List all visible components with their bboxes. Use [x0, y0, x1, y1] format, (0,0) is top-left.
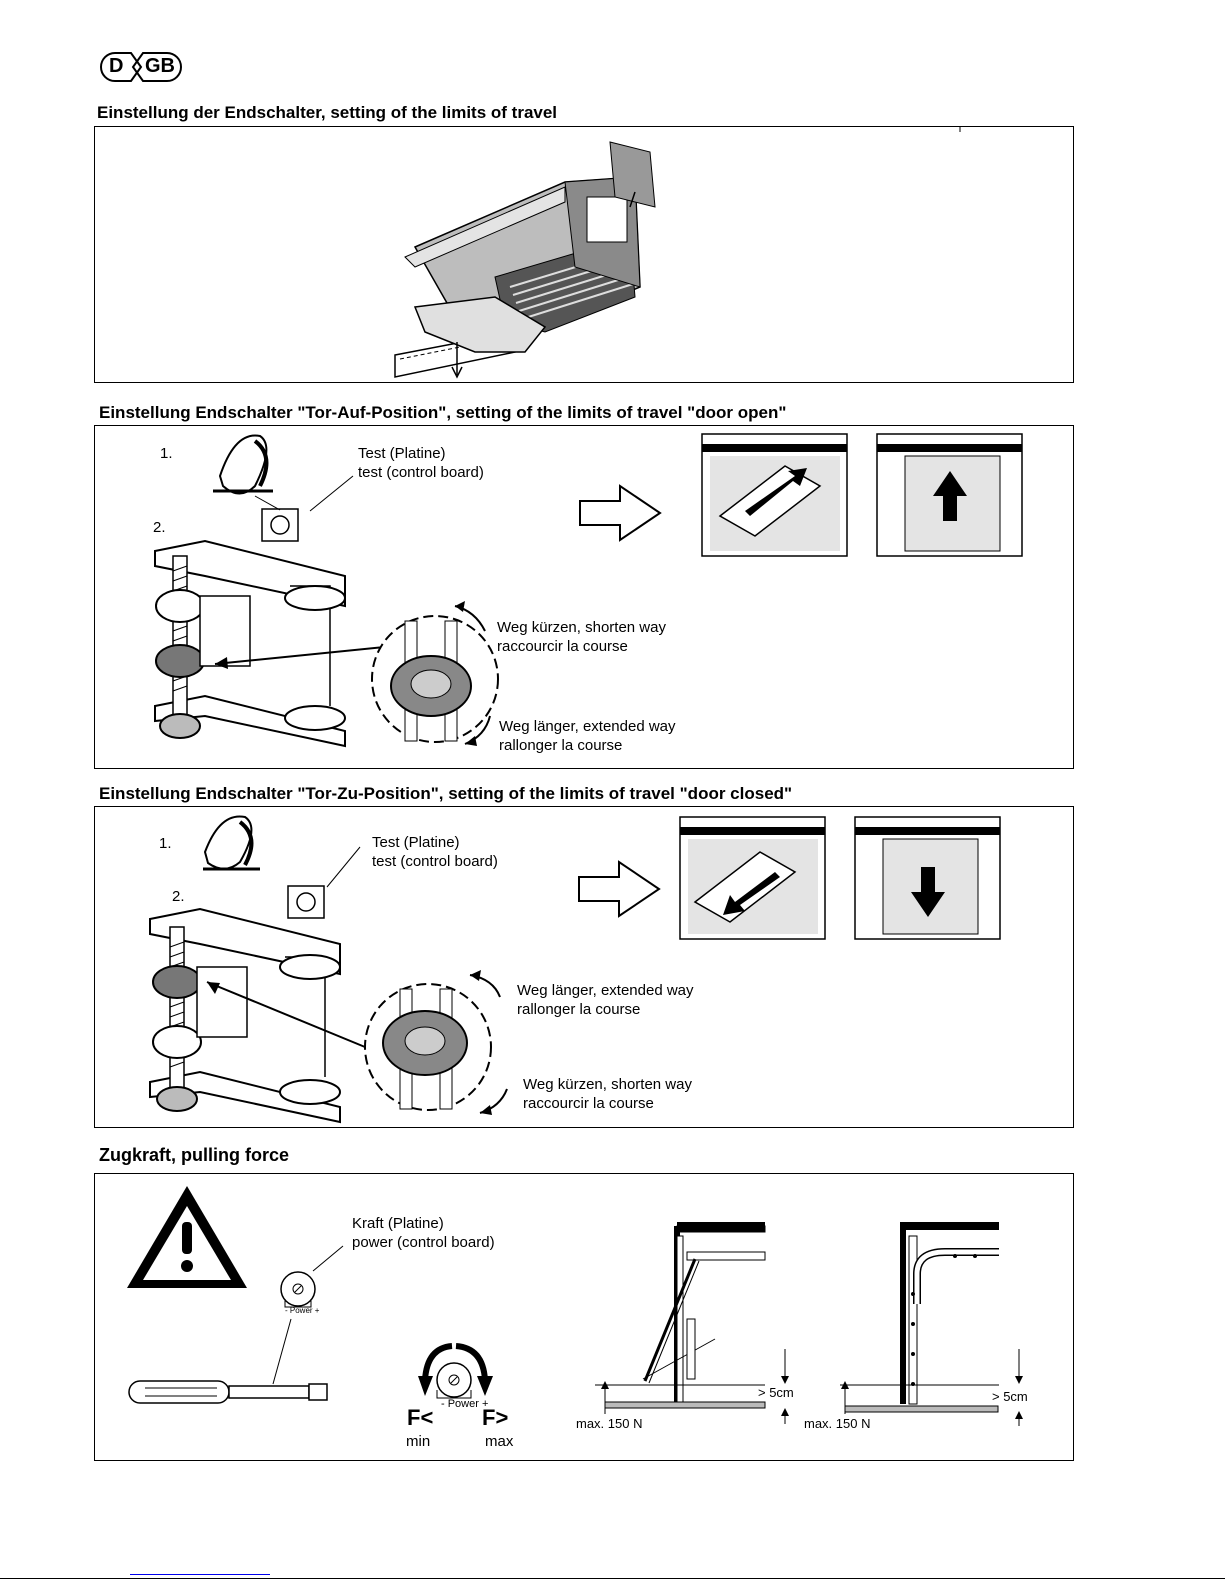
lower-adjust-label: Weg länger, extended way — [499, 718, 676, 735]
min-label: min — [406, 1433, 431, 1450]
max-force-label-tilt: max. 150 N — [576, 1416, 643, 1431]
lower-adjust-label-fr: raccourcir la course — [523, 1095, 654, 1112]
section3-title: Einstellung Endschalter "Tor-Zu-Position… — [99, 784, 793, 803]
warning-icon — [127, 1186, 247, 1288]
section4-panel: Kraft (Platine) power (control board) - … — [94, 1173, 1074, 1461]
section1-title: Einstellung der Endschalter, setting of … — [97, 103, 558, 122]
clearance-label-sectional: > 5cm — [992, 1389, 1028, 1404]
step-1-label: 1. — [159, 835, 172, 852]
power-pot-small-label: - Power + — [285, 1306, 320, 1315]
step-2-label: 2. — [172, 888, 185, 905]
language-badge-shapes — [100, 52, 182, 82]
upper-adjust-label: Weg länger, extended way — [517, 982, 694, 999]
language-badges: D GB — [95, 50, 185, 84]
power-knob-label: - Power + — [441, 1398, 489, 1410]
upper-adjust-label-fr: raccourcir la course — [497, 638, 628, 655]
upper-adjust-label: Weg kürzen, shorten way — [497, 619, 666, 636]
max-label: max — [485, 1433, 514, 1450]
section3-panel: 1. 2. Test (Platine) test (control board… — [94, 806, 1074, 1128]
footer-rule — [0, 1578, 1225, 1579]
clearance-label-tilt: > 5cm — [758, 1385, 794, 1400]
test-label-en: test (control board) — [358, 464, 484, 481]
upper-adjust-label-fr: rallonger la course — [517, 1001, 641, 1018]
section4-title: Zugkraft, pulling force — [99, 1145, 290, 1165]
force-decrease-label: F< — [407, 1405, 434, 1430]
max-force-label-sectional: max. 150 N — [804, 1416, 871, 1431]
door-open-illustration — [154, 433, 1023, 748]
test-label-de: Test (Platine) — [372, 834, 460, 851]
operator-unit-illustration — [394, 123, 961, 379]
pulling-force-illustration — [127, 1186, 1023, 1426]
test-label-en: test (control board) — [372, 853, 498, 870]
power-label-de: Kraft (Platine) — [352, 1215, 444, 1232]
step-1-label: 1. — [160, 445, 173, 462]
lower-adjust-label: Weg kürzen, shorten way — [523, 1076, 692, 1093]
section1-panel — [94, 123, 1074, 383]
language-badge-gb: GB — [145, 55, 175, 77]
force-increase-label: F> — [482, 1405, 509, 1430]
footer-link-underline[interactable] — [130, 1574, 270, 1575]
section2-panel: 1. 2. Test (Platine) test (control board… — [94, 425, 1074, 769]
step-2-label: 2. — [153, 519, 166, 536]
power-label-en: power (control board) — [352, 1234, 495, 1251]
test-label-de: Test (Platine) — [358, 445, 446, 462]
language-badge-de: D — [109, 55, 124, 77]
lower-adjust-label-fr: rallonger la course — [499, 737, 623, 754]
section2-title: Einstellung Endschalter "Tor-Auf-Positio… — [99, 403, 787, 422]
door-closed-illustration — [149, 815, 1001, 1124]
